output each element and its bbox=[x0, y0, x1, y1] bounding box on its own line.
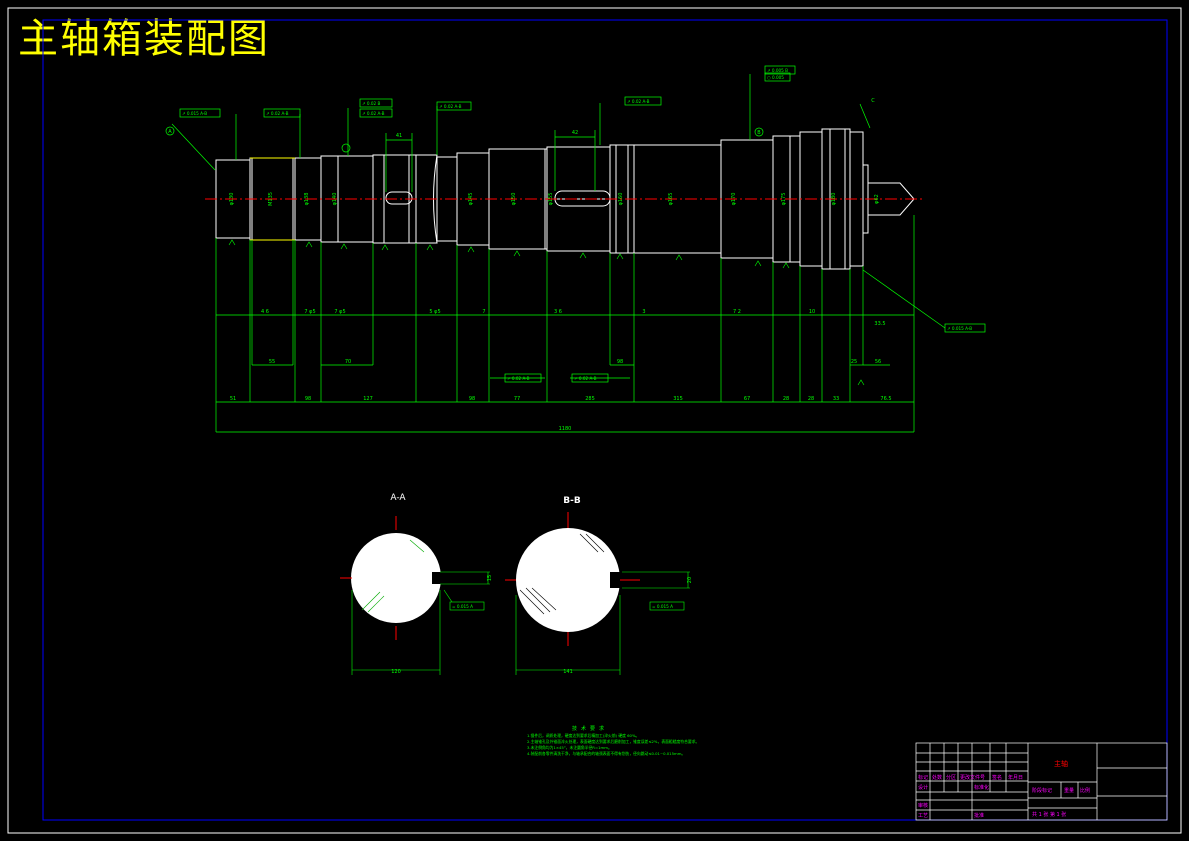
dim-r1-4: 7 bbox=[482, 309, 485, 315]
outer-border bbox=[7, 7, 1182, 834]
tb-approve: 批准 bbox=[974, 812, 984, 819]
tb-check: 审核 bbox=[918, 802, 928, 809]
dia-6: φ155 bbox=[548, 193, 554, 206]
dim-r3-1: 98 bbox=[305, 396, 311, 402]
dim-top-0: 41 bbox=[396, 133, 402, 139]
title-block-grid bbox=[915, 742, 1168, 821]
tol-5: ↗ 0.005 B bbox=[767, 68, 788, 73]
tol-4: ↗ 0.02 A-B bbox=[439, 104, 462, 109]
note-line-0: 1.锻件后，调质处理，硬度达到要求后精加工(淬火前) 硬度 60%。 bbox=[527, 733, 639, 738]
tol-7: ↗ 0.015 A-B bbox=[947, 326, 972, 331]
thread-hints bbox=[250, 157, 295, 241]
tol-11: = 0.015 A bbox=[652, 604, 673, 609]
dia-7: φ160 bbox=[618, 193, 624, 206]
dia-4: φ145 bbox=[468, 193, 474, 206]
dimension-lines bbox=[171, 74, 946, 433]
dim-r1-1: 7 φ5 bbox=[304, 309, 315, 315]
dim-r3-2: 127 bbox=[363, 396, 373, 402]
tb-hdr-2: 分区 bbox=[946, 774, 956, 781]
tb-stage-0: 阶段标记 bbox=[1032, 787, 1052, 794]
dim-r3-4: 77 bbox=[514, 396, 520, 402]
dim-r3-0: 51 bbox=[230, 396, 236, 402]
roughness-marks bbox=[228, 239, 865, 386]
drawing-frame bbox=[42, 19, 1168, 821]
dim-r3-5: 285 bbox=[585, 396, 595, 402]
section-b-width: 141 bbox=[563, 669, 573, 675]
dia-8: φ165 bbox=[668, 193, 674, 206]
dim-r3-8: 28 bbox=[783, 396, 789, 402]
dim-r1-8: 10 bbox=[809, 309, 815, 315]
dim-r2-2: 98 bbox=[617, 359, 623, 365]
section-b: 141 20 bbox=[505, 512, 693, 675]
section-b-key: 20 bbox=[687, 577, 693, 583]
dia-10: φ175 bbox=[781, 193, 787, 206]
tol-3: ↗ 0.02 A-B bbox=[362, 111, 385, 116]
dim-r1-0: 4 6 bbox=[261, 309, 269, 315]
section-a-label: A-A bbox=[390, 493, 406, 503]
datum-b: B bbox=[757, 130, 761, 136]
tol-9: ↗ 0.02 A-B bbox=[574, 376, 597, 381]
notes-heading: 技术要求 bbox=[572, 725, 608, 732]
dim-r2-4: 56 bbox=[875, 359, 881, 365]
dim-total: 1180 bbox=[559, 426, 572, 432]
dia-1: M135 bbox=[268, 192, 274, 206]
dim-r2-3: 25 bbox=[851, 359, 857, 365]
dia-3: φ140 bbox=[332, 193, 338, 206]
tb-part-name: 主轴 bbox=[1054, 759, 1068, 768]
dia-9: φ170 bbox=[731, 193, 737, 206]
section-a-width: 120 bbox=[391, 669, 401, 675]
tb-stage-1: 重量 bbox=[1064, 787, 1074, 794]
dia-2: φ138 bbox=[304, 193, 310, 206]
tol-2: ↗ 0.02 B bbox=[362, 101, 380, 106]
tol-8: ↗ 0.02 A-B bbox=[507, 376, 530, 381]
tb-stage-2: 比例 bbox=[1080, 787, 1090, 794]
tb-hdr-1: 处数 bbox=[932, 774, 942, 781]
tol-10: = 0.015 A bbox=[452, 604, 473, 609]
note-line-2: 3.未注倒角均为1×45°，未注圆角半径R=1mm。 bbox=[527, 745, 612, 750]
tol-6: ○ 0.005 bbox=[767, 75, 784, 80]
dim-r3-3: 98 bbox=[469, 396, 475, 402]
drawing-title: 主轴箱装配图 bbox=[18, 16, 270, 62]
datum-c: C bbox=[871, 98, 875, 104]
tol-12: ↗ 0.02 A-B bbox=[627, 99, 650, 104]
dim-r1-9: 33.5 bbox=[874, 321, 885, 327]
section-a: 120 15 bbox=[340, 516, 493, 675]
tb-sheet: 共 1 张 第 1 张 bbox=[1032, 811, 1066, 818]
dia-5: φ150 bbox=[511, 193, 517, 206]
tb-process: 工艺 bbox=[918, 813, 928, 819]
note-line-1: 2.主轴锥孔及外锥面淬火处理，表面硬度达到要求后磨削加工，锥度误差≤2%，表面粗… bbox=[527, 739, 699, 744]
tol-1: ↗ 0.02 A-B bbox=[266, 111, 289, 116]
dia-0: φ130 bbox=[229, 193, 235, 206]
dim-top-1: 42 bbox=[572, 130, 578, 136]
dim-r3-6: 315 bbox=[673, 396, 683, 402]
tb-hdr-0: 标记 bbox=[918, 774, 928, 781]
dim-r3-10: 33 bbox=[833, 396, 839, 402]
note-line-3: 4.装配前各零件清洗干净，与轴承配合的轴颈表面不得有划伤，径向跳动≤0.01~0… bbox=[527, 751, 685, 756]
dim-r1-2: 7 φ5 bbox=[334, 309, 345, 315]
tb-hdr-5: 年月日 bbox=[1008, 774, 1023, 781]
dim-r1-5: 3 6 bbox=[554, 309, 562, 315]
dim-r1-3: 5 φ5 bbox=[429, 309, 440, 315]
tb-hdr-3: 更改文件号 bbox=[960, 774, 985, 781]
tb-std: 标准化 bbox=[974, 784, 989, 791]
section-a-key: 15 bbox=[487, 575, 493, 581]
tol-0: ↗ 0.015 A-B bbox=[182, 111, 207, 116]
dim-r1-7: 7 2 bbox=[733, 309, 741, 315]
dia-12: φ62 bbox=[874, 194, 880, 204]
section-b-label: B-B bbox=[563, 496, 581, 506]
tb-design: 设计 bbox=[918, 784, 928, 791]
dim-r1-6: 3 bbox=[642, 309, 645, 315]
tb-hdr-4: 签名 bbox=[992, 774, 1002, 781]
dim-r3-11: 76.5 bbox=[880, 396, 891, 402]
dim-r3-7: 67 bbox=[744, 396, 750, 402]
dim-r2-0: 55 bbox=[269, 359, 275, 365]
dia-11: φ180 bbox=[831, 193, 837, 206]
dim-r3-9: 28 bbox=[808, 396, 814, 402]
dim-r2-1: 70 bbox=[345, 359, 351, 365]
tolerance-frames bbox=[179, 65, 986, 383]
datum-a: A bbox=[168, 129, 172, 135]
